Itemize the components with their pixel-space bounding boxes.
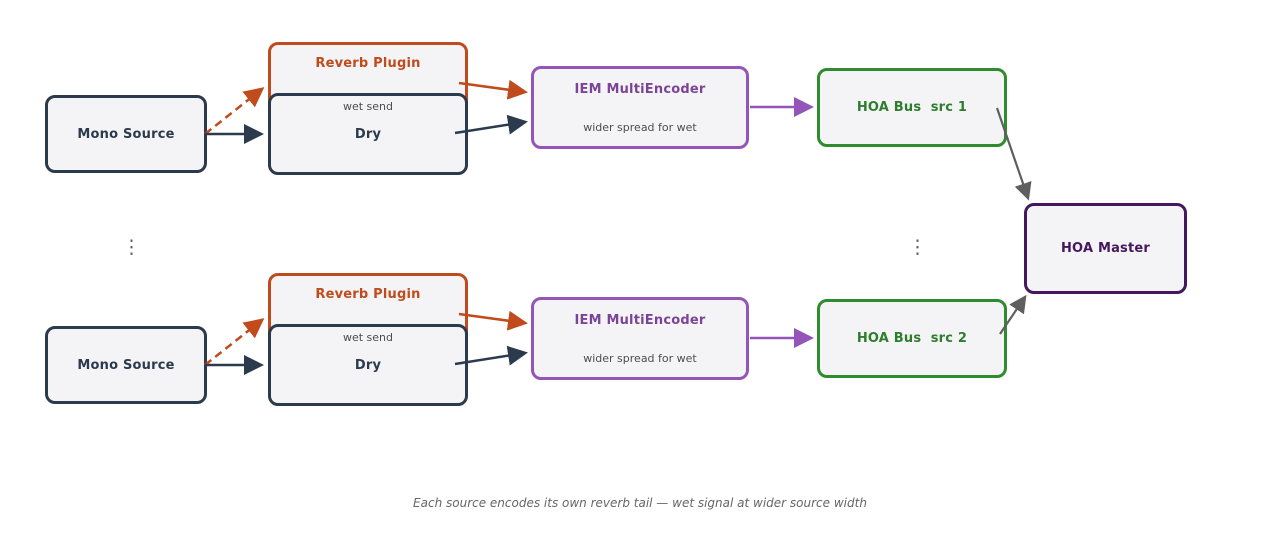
wet-send-label: wet send: [342, 100, 394, 113]
node-mono-source-1: Mono Source: [45, 95, 207, 173]
arrow-reverb-to-encoder-2: [458, 310, 528, 331]
node-label: Mono Source: [77, 126, 175, 142]
arrow-wet-send-2: [204, 318, 265, 366]
node-hoa-master: HOA Master: [1024, 203, 1187, 294]
node-label: IEM MultiEncoder: [574, 82, 706, 97]
wet-send-label: wet send: [342, 331, 394, 344]
vertical-ellipsis-icon: ⋮: [122, 236, 141, 258]
node-label: Mono Source: [77, 357, 175, 373]
node-label: HOA Master: [1060, 241, 1151, 256]
node-hoa-bus-2: HOA Bus src 2: [817, 299, 1007, 378]
node-label: IEM MultiEncoder: [574, 313, 706, 328]
node-label: HOA Bus src 1: [856, 100, 968, 115]
node-label: Dry: [354, 357, 382, 373]
node-label: Dry: [354, 126, 382, 142]
arrow-wet-send-1: [204, 87, 265, 135]
node-mono-source-2: Mono Source: [45, 326, 207, 404]
node-multiencoder-1: IEM MultiEncoder wider spread for wet: [531, 66, 749, 149]
node-dry-1: wet send Dry: [268, 93, 468, 175]
node-hoa-bus-1: HOA Bus src 1: [817, 68, 1007, 147]
encoder-note: wider spread for wet: [583, 121, 697, 134]
diagram-caption: Each source encodes its own reverb tail …: [413, 496, 867, 510]
node-label: HOA Bus src 2: [856, 331, 968, 346]
node-label: Reverb Plugin: [315, 56, 421, 71]
node-label: Reverb Plugin: [315, 287, 421, 302]
node-dry-2: wet send Dry: [268, 324, 468, 406]
arrow-reverb-to-encoder-1: [458, 79, 528, 100]
node-multiencoder-2: IEM MultiEncoder wider spread for wet: [531, 297, 749, 380]
vertical-ellipsis-icon: ⋮: [908, 236, 927, 258]
encoder-note: wider spread for wet: [583, 352, 697, 365]
